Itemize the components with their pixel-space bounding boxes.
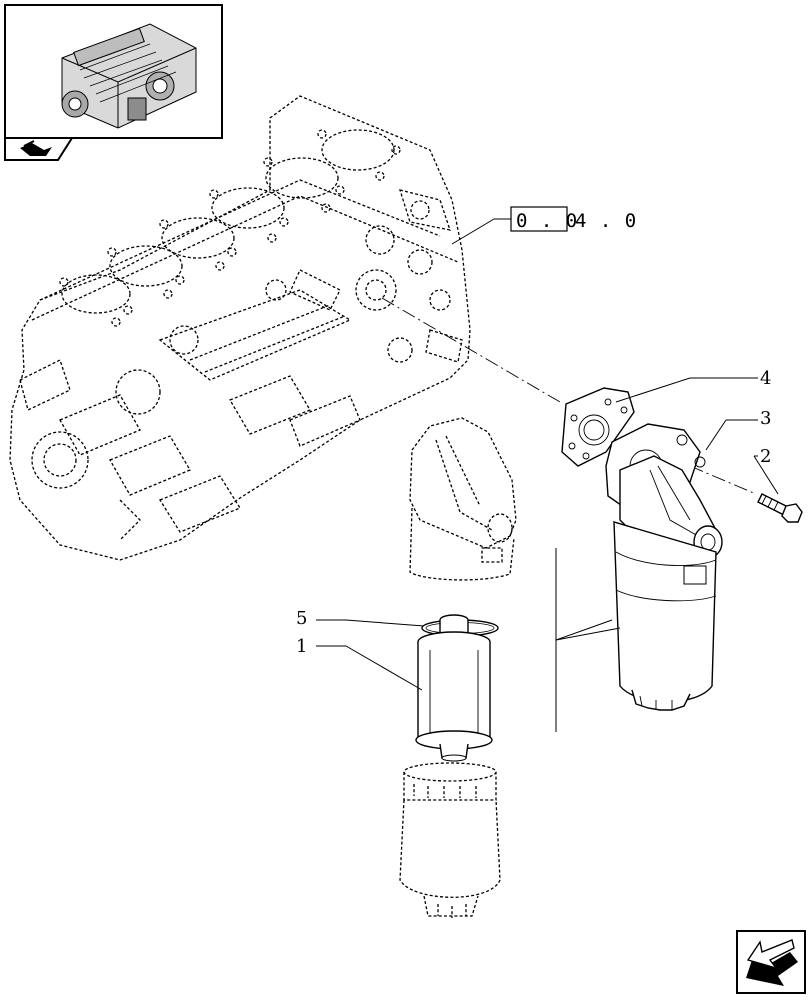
callout-leaders: [316, 377, 779, 691]
callout-1: 1: [296, 636, 307, 657]
filter-head-phantom: [409, 417, 517, 581]
filter-bowl-phantom: [399, 762, 501, 918]
filter-housing-assembly[interactable]: [605, 423, 723, 711]
callout-5: 5: [296, 608, 307, 629]
callout-4: 4: [760, 368, 771, 389]
assembly-axis-lines: [381, 297, 757, 495]
reference-tail: 4 . 0: [575, 210, 637, 232]
reference-boxed: 0 . 0: [516, 210, 578, 232]
assembly-bracket: [555, 548, 621, 732]
filter-cartridge-part[interactable]: [415, 614, 493, 762]
callout-2: 2: [760, 446, 771, 467]
next-page-arrow-icon[interactable]: [736, 930, 806, 994]
gasket-part[interactable]: [561, 387, 635, 467]
reference-label[interactable]: 0 . 0 4 . 0: [451, 206, 637, 245]
engine-thumbnail-icon[interactable]: [4, 4, 223, 139]
bolt-part[interactable]: [757, 493, 803, 523]
engine-block-outline: [9, 95, 471, 561]
back-arrow-icon[interactable]: [4, 137, 74, 161]
callout-3: 3: [760, 408, 771, 429]
